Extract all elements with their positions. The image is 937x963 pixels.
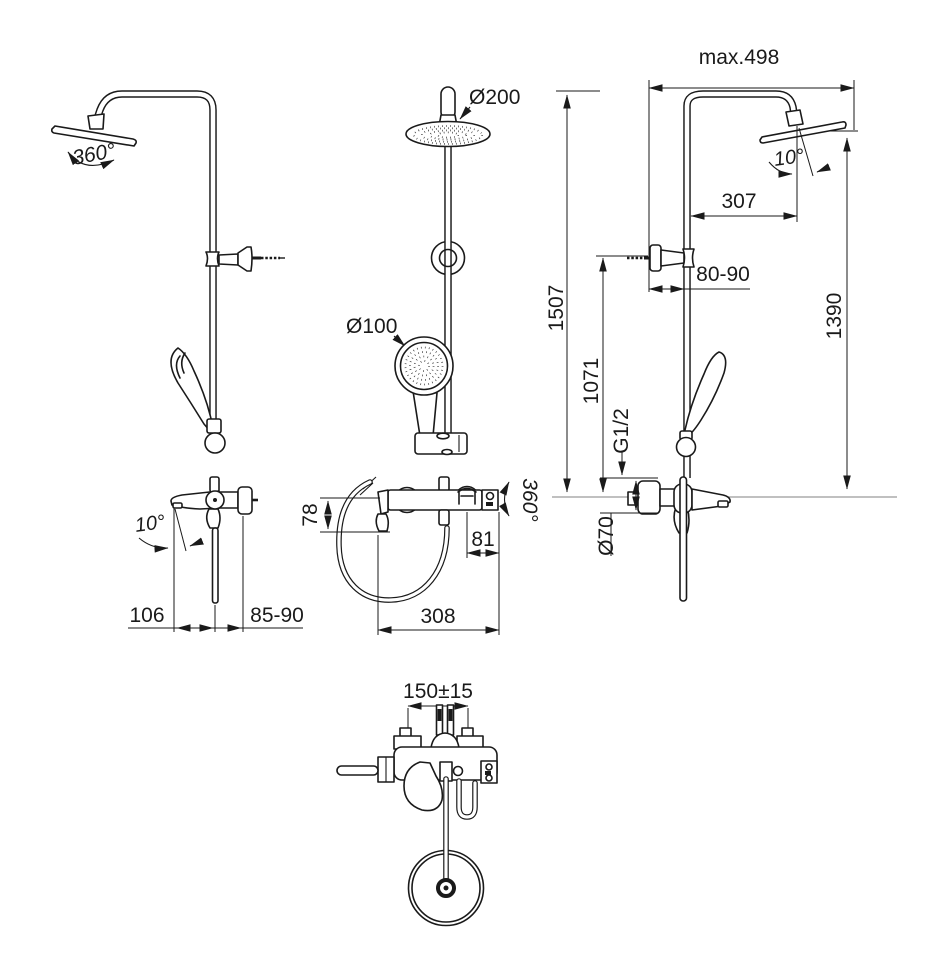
dim-centers-label: 150±15	[403, 680, 473, 703]
lever-rod-side	[211, 527, 219, 604]
aerator-right	[717, 500, 729, 508]
dim-hand-diameter-label: Ø100	[346, 315, 397, 338]
spout-plan	[403, 761, 444, 812]
bracket-arm-right	[660, 249, 685, 267]
view-column-dimensioned: max.498 1507 1071 1390 307 80-90 10° G1/…	[545, 46, 897, 602]
dim-body-height-label: 78	[299, 503, 322, 526]
view-column-side: 360°	[50, 94, 285, 454]
holder-hook-plan	[459, 781, 475, 817]
rain-head-side	[50, 125, 137, 147]
dim-spout-reach-label: 106	[129, 604, 164, 627]
head-diameter-leader	[459, 106, 472, 120]
dim-head-offset-label: 307	[721, 190, 756, 213]
bracket-arm	[218, 253, 239, 266]
hand-shower-face	[394, 336, 454, 396]
dim-wall-distance-label: 85-90	[250, 604, 304, 627]
bracket-flange	[237, 246, 253, 272]
view-mixer-front: 78 81 308 360°	[299, 476, 541, 635]
dim-spout-tilt-label: 10°	[133, 511, 166, 537]
aerator-side	[172, 502, 183, 509]
dim-head-tilt-label: 10°	[772, 145, 805, 171]
bracket-flange-right	[649, 244, 662, 272]
dim-head-diameter-label: Ø200	[469, 86, 520, 109]
view-mixer-side: 10° 106 85-90	[128, 476, 304, 632]
diverter-cup	[457, 487, 477, 505]
head-connector-right	[785, 109, 804, 127]
dim-bracket-wall-label: 80-90	[696, 263, 750, 286]
holder-ball-right	[675, 436, 697, 458]
dim-body-width-label: 308	[420, 605, 455, 628]
lever-rod-right	[679, 476, 688, 602]
lever-blade-front	[375, 513, 390, 532]
dim-thread-label: G1/2	[610, 408, 633, 454]
spout-tilt-arc	[138, 537, 169, 553]
hose-holder-stub	[438, 509, 450, 526]
spout-front-stub	[377, 489, 389, 515]
hand-shower-holder	[206, 418, 222, 434]
escutcheon-right	[637, 480, 661, 515]
dim-total-height-label: 1507	[545, 285, 568, 332]
holder-ball	[204, 432, 226, 454]
lever-handle-plan	[336, 765, 379, 776]
dim-escutcheon-label: Ø70	[595, 516, 618, 556]
mixer-body-front-2	[387, 489, 483, 511]
rotation-arc	[67, 151, 115, 170]
hand-diameter-leader	[392, 334, 406, 347]
dim-max-width-label: max.498	[699, 46, 780, 69]
dim-escutcheon-width-label: 81	[471, 528, 494, 551]
hand-shower-handle	[412, 390, 438, 437]
diverter-knob-front	[438, 476, 450, 492]
rain-head-right	[759, 121, 847, 144]
riser-connection-dome	[430, 732, 460, 749]
diverter-knob-side	[209, 476, 220, 493]
rain-head-front	[405, 120, 491, 148]
bracket-collar	[205, 251, 220, 267]
escutcheon-side	[237, 486, 253, 515]
dim-bracket-height-label: 1071	[580, 358, 603, 405]
spout-rotation-arc	[499, 481, 510, 517]
dim-spout-rotation-label: 360°	[518, 478, 541, 521]
view-column-front: Ø200 Ø100	[346, 86, 520, 456]
dim-head-height-label: 1390	[823, 293, 846, 340]
head-connector	[87, 113, 105, 130]
lever-blade-side	[205, 508, 221, 529]
head-tilt-arc	[768, 161, 793, 178]
view-plan: 150±15	[336, 680, 498, 927]
